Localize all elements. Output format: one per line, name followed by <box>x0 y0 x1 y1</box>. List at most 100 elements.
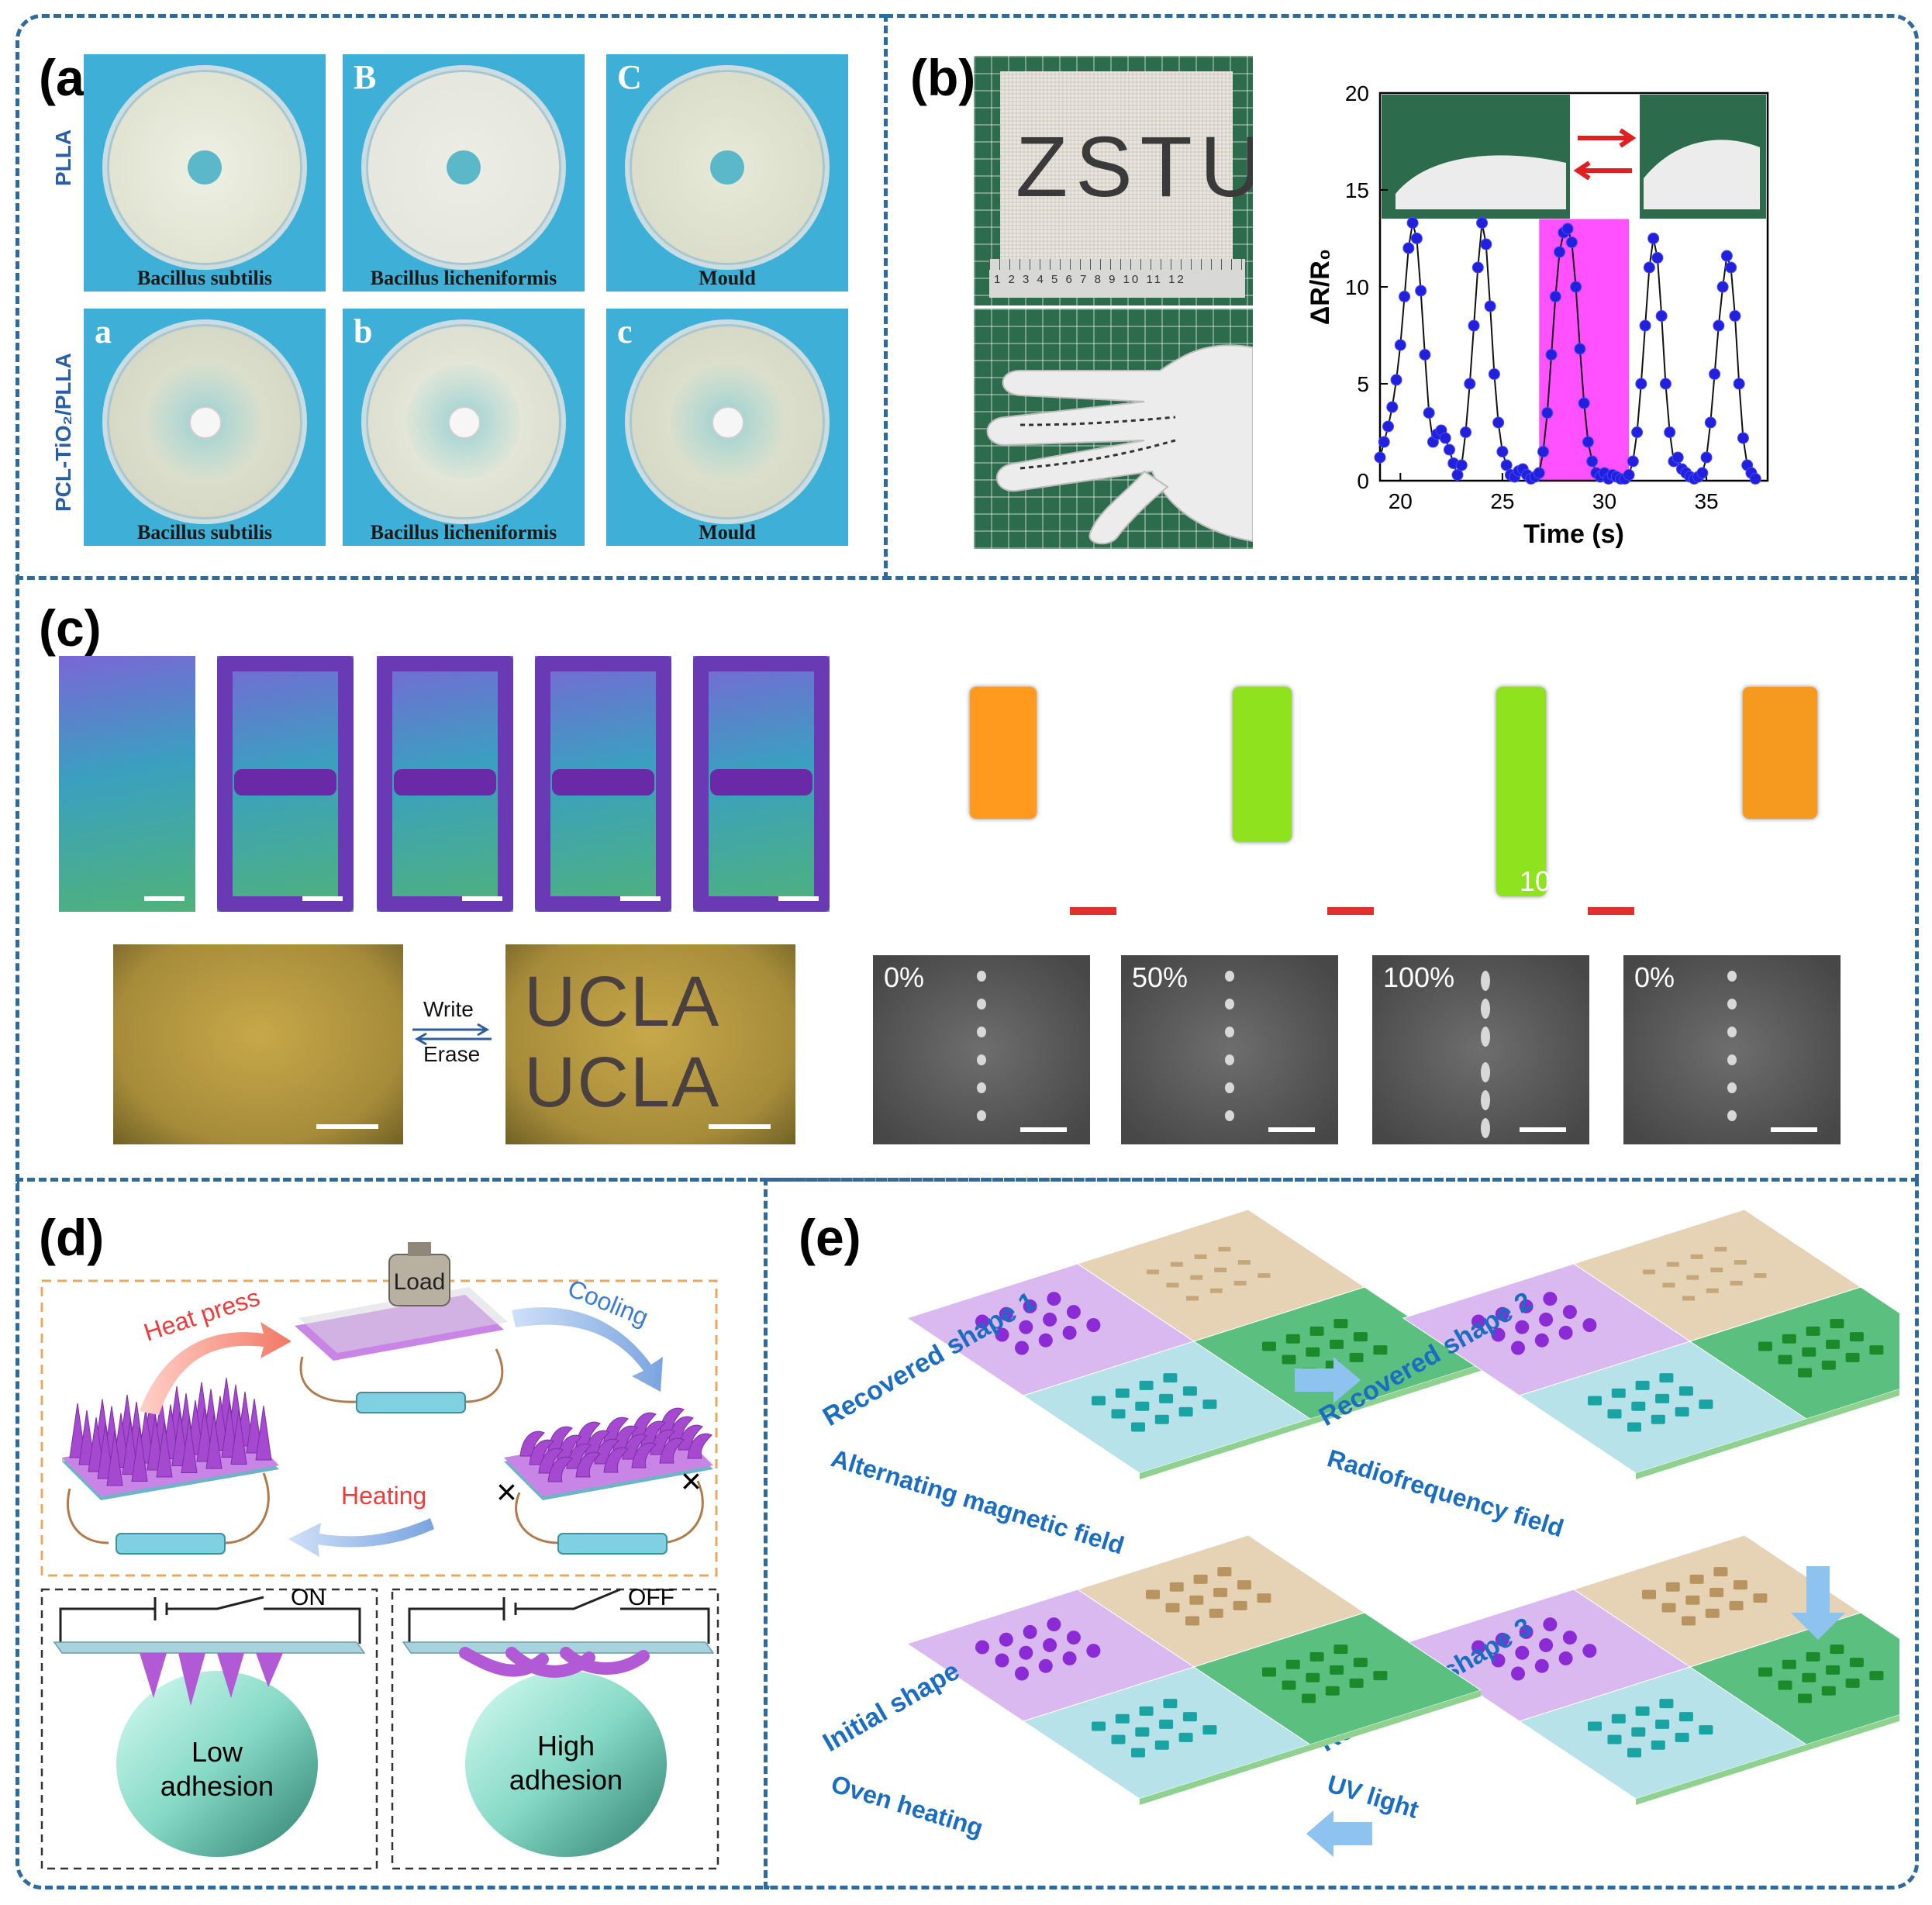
inhibition-well <box>188 150 222 185</box>
y-tick-label: 5 <box>1357 372 1369 396</box>
strain-photo: 0% <box>856 656 1093 924</box>
sem-dot <box>1225 1054 1234 1065</box>
data-point <box>1382 420 1395 433</box>
tile-caption: Bacillus licheniformis <box>370 267 557 289</box>
y-tick-label: 10 <box>1345 275 1369 299</box>
panel-d-label: (d) <box>34 1206 109 1268</box>
weight-icon: Load <box>388 1242 450 1306</box>
x-tick-label: 30 <box>1592 489 1616 513</box>
data-point <box>1541 407 1554 419</box>
flat-hand <box>1396 155 1566 209</box>
scale-bar <box>1520 1127 1566 1132</box>
tile-caption: Bacillus subtilis <box>136 267 273 289</box>
sem-dot <box>977 1027 986 1037</box>
load-label: Load <box>394 1269 446 1295</box>
sem-dot <box>1225 1110 1234 1121</box>
ruler-numbers: 1 2 3 4 5 6 7 8 9 10 11 12 <box>994 273 1186 286</box>
fabric-sample: ZSTU <box>1000 71 1253 265</box>
sem-dot <box>1481 999 1490 1019</box>
heating-arrow <box>288 1518 434 1557</box>
sem-dot <box>1727 1082 1737 1093</box>
tile-letter: C <box>617 58 642 96</box>
ucla-text-2: UCLA <box>524 1043 721 1122</box>
tile-letter: b <box>354 312 373 350</box>
svg-text:×: × <box>496 1472 517 1512</box>
y-tick-label: 20 <box>1345 81 1369 105</box>
strain-label: 100% <box>1519 865 1591 897</box>
structural-color-tile <box>693 656 830 912</box>
data-point <box>1720 250 1733 262</box>
data-point <box>1578 397 1590 409</box>
heating-label: Heating <box>341 1482 426 1510</box>
bent-spikes-group <box>519 1407 712 1482</box>
data-point <box>1570 281 1582 293</box>
petri-dish <box>361 65 566 270</box>
data-point <box>1704 416 1716 429</box>
cooling-arrow <box>512 1307 663 1392</box>
scale-bar <box>1268 1127 1315 1132</box>
data-point <box>1468 319 1480 332</box>
scale-bar <box>1771 1127 1817 1132</box>
sample-disc <box>189 406 222 439</box>
data-point <box>1451 469 1464 481</box>
x-tick-label: 20 <box>1389 489 1413 513</box>
data-point <box>1537 446 1550 457</box>
strain-photo: 0% <box>1633 656 1870 924</box>
data-point <box>1574 343 1586 355</box>
data-point <box>1639 319 1651 332</box>
structural-color-tile <box>217 656 354 912</box>
inhibition-well <box>710 150 744 185</box>
data-point <box>1419 349 1431 361</box>
tile-letter: a <box>95 312 112 350</box>
sem-dot <box>1727 1027 1737 1037</box>
data-point <box>1713 319 1725 332</box>
scale-bar <box>1020 1127 1067 1132</box>
transition-arrow <box>1295 1357 1361 1403</box>
frame-top-left <box>16 14 890 580</box>
y-axis-label: ΔR/R₀ <box>1306 249 1335 325</box>
data-point <box>1716 281 1729 293</box>
bent-hand <box>1644 140 1760 209</box>
data-point <box>1439 432 1451 444</box>
sem-dot <box>977 1054 986 1065</box>
sem-dot <box>1481 1090 1490 1110</box>
data-point <box>1561 223 1574 235</box>
data-point <box>1443 443 1455 456</box>
petri-dish-photo: B Bacillus licheniformis <box>343 54 585 292</box>
data-point <box>1402 242 1415 254</box>
low-adhesion-label: adhesion <box>160 1770 274 1802</box>
data-point <box>1500 459 1513 471</box>
stimulus-label: Radiofrequency field <box>1324 1444 1567 1542</box>
data-point <box>1460 426 1472 438</box>
stretched-strip <box>1496 687 1546 896</box>
glove-photo <box>974 309 1253 549</box>
data-point <box>1406 217 1419 229</box>
scale-bar <box>144 896 185 901</box>
data-point <box>1749 473 1761 485</box>
data-point <box>1623 469 1635 481</box>
data-point <box>1643 261 1655 274</box>
petri-dish-photo: Bacillus subtilis <box>84 54 326 292</box>
sequence-arrow <box>1070 907 1116 915</box>
connector <box>557 1533 668 1555</box>
data-point <box>1696 467 1709 479</box>
heat-press-arrow <box>140 1322 292 1415</box>
high-adhesion-scene: OFF High adhesion <box>402 1585 715 1857</box>
svg-text:×: × <box>681 1461 702 1501</box>
sem-dot <box>1225 1027 1234 1037</box>
adhesion-switching-schematic: Heat press Load Cooling × × Heating O <box>40 1242 719 1870</box>
sem-dot <box>1225 971 1234 982</box>
tile-letter: B <box>354 58 377 96</box>
sem-dot <box>1727 1054 1737 1065</box>
finger-bending-inset <box>1382 95 1766 219</box>
panel-e-label: (e) <box>794 1206 866 1268</box>
x-tick-label: 35 <box>1694 489 1718 513</box>
y-tick-label: 15 <box>1345 178 1369 202</box>
data-point <box>1374 451 1386 464</box>
stimulus-label: UV light <box>1324 1769 1422 1824</box>
sem-dot <box>1225 999 1234 1009</box>
scale-bar <box>620 896 661 901</box>
data-point <box>1565 236 1578 248</box>
